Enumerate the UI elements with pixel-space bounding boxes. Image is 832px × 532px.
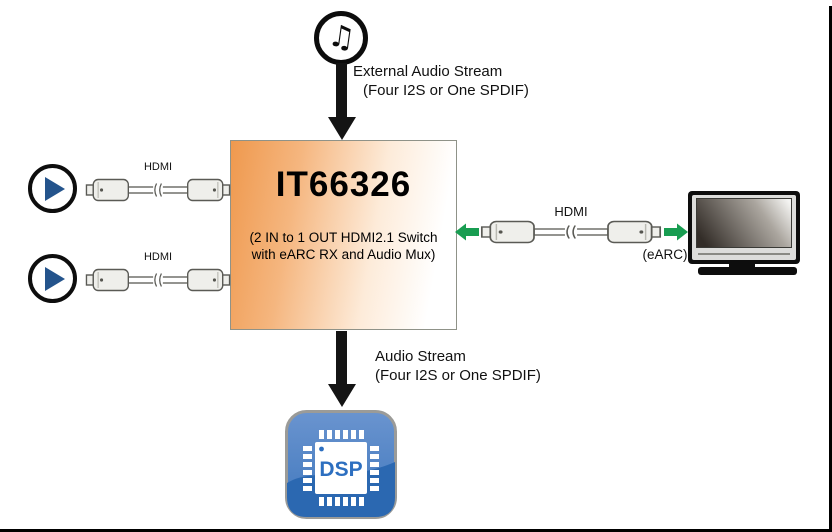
audio-in-arrow-shaft [336,63,347,118]
audio-stream-label: Audio Stream (Four I2S or One SPDIF) [375,347,541,385]
hdmi-cable-icon [85,268,231,292]
audio-out-arrow-head [328,384,356,407]
figure-border-bottom [0,529,832,532]
audio-stream-label-line2: (Four I2S or One SPDIF) [375,367,541,384]
hdmi-input2-label: HDMI [143,251,173,263]
music-note-icon: ♫ [314,11,368,65]
hdmi-cable-icon [85,178,231,202]
earc-label: (eARC) [642,247,688,262]
tv-icon [688,191,800,264]
hdmi-input1-label: HDMI [143,161,173,173]
hdmi-output-label: HDMI [554,204,588,219]
dsp-chip-icon: DSP [285,410,397,519]
audio-out-arrow-shaft [336,331,347,385]
tv-bezel [692,195,796,260]
chip-description-line1: (2 IN to 1 OUT HDMI2.1 Switch [249,230,438,245]
external-audio-label-line2: (Four I2S or One SPDIF) [363,82,529,99]
audio-in-arrow-head [328,117,356,140]
it66326-chip-box: IT66326 (2 IN to 1 OUT HDMI2.1 Switch wi… [230,140,457,330]
audio-stream-label-line1: Audio Stream [375,348,466,365]
play-icon [28,254,77,303]
chip-description-line2: with eARC RX and Audio Mux) [251,247,436,262]
chip-description: (2 IN to 1 OUT HDMI2.1 Switch with eARC … [231,229,456,263]
hdmi-cable-icon [480,220,662,244]
tv-stand-base [698,267,797,275]
external-audio-label-line1: External Audio Stream [353,63,503,80]
tv-slot [698,252,790,255]
earc-arrow-left-icon [455,223,479,241]
play-triangle-icon [45,176,65,201]
figure-border-right [829,6,832,532]
tv-stand-neck [729,263,755,269]
earc-arrow-right-icon [664,223,688,241]
dsp-label: DSP [319,458,362,481]
chip-title: IT66326 [275,165,412,204]
play-triangle-icon [45,266,65,291]
music-note-glyph: ♫ [325,18,357,57]
external-audio-label: External Audio Stream (Four I2S or One S… [353,62,529,100]
tv-screen [696,198,792,248]
play-icon [28,164,77,213]
